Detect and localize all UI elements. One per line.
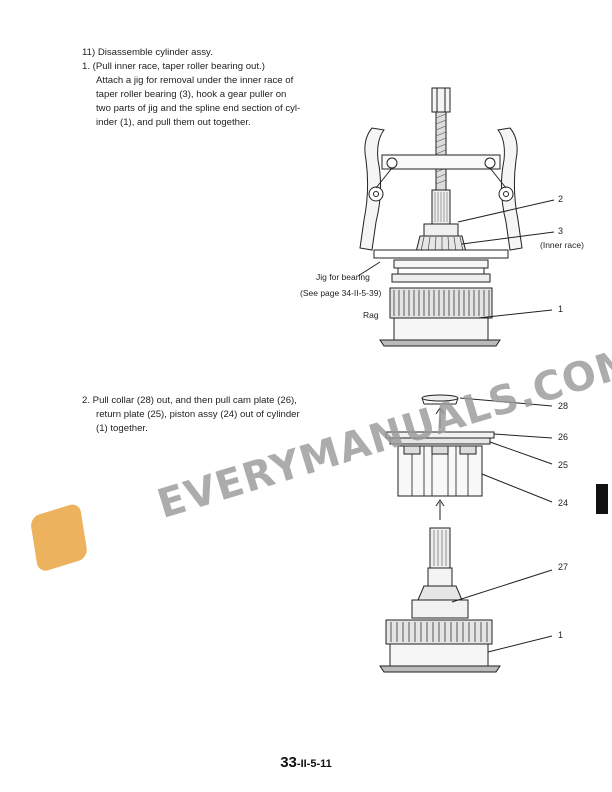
section-heading: 11) Disassemble cylinder assy. bbox=[82, 47, 213, 58]
bearing-jig bbox=[373, 249, 509, 259]
page-number-sub: -II-5-11 bbox=[296, 758, 332, 770]
page-number-main: 33 bbox=[280, 754, 297, 771]
step1-line-4: inder (1), and pull them out together. bbox=[96, 117, 251, 128]
step1-line-2: taper roller bearing (3), hook a gear pu… bbox=[96, 89, 287, 100]
instruction-block-disassemble: 11) Disassemble cylinder assy. 1. (Pull … bbox=[82, 46, 322, 130]
jig-label: Jig for bearing bbox=[316, 272, 370, 282]
callout-24: 24 bbox=[558, 498, 569, 508]
step2-line-1: 2. Pull collar (28) out, and then pull c… bbox=[82, 395, 297, 406]
collar-28 bbox=[421, 394, 459, 402]
return-plate-25 bbox=[389, 437, 491, 445]
callout-2: 2 bbox=[558, 194, 564, 204]
callout-1-bottom: 1 bbox=[558, 630, 564, 640]
callout-1-top: 1 bbox=[558, 304, 564, 314]
cam-plate-26 bbox=[385, 431, 495, 439]
callout-25: 25 bbox=[558, 460, 569, 470]
step2-line-3: (1) together. bbox=[96, 423, 148, 434]
step1-title: 1. (Pull inner race, taper roller bearin… bbox=[82, 61, 265, 72]
step1-line-3: two parts of jig and the spline end sect… bbox=[96, 103, 301, 114]
callout-28: 28 bbox=[558, 401, 569, 411]
callout-3: 3 bbox=[558, 226, 564, 236]
puller-crossbar bbox=[381, 154, 501, 170]
inner-race-label: (Inner race) bbox=[540, 240, 584, 250]
page-number: 33-II-5-11 bbox=[0, 754, 612, 771]
step1-line-1: Attach a jig for removal under the inner… bbox=[96, 75, 294, 86]
rag-label: Rag bbox=[363, 310, 379, 320]
jig-ref-label: (See page 34-II-5-39) bbox=[300, 288, 382, 298]
section-tab-marker bbox=[596, 484, 608, 514]
rag bbox=[379, 339, 501, 347]
spline-shaft-27 bbox=[429, 527, 451, 569]
step2-line-2: return plate (25), piston assy (24) out … bbox=[96, 409, 300, 420]
callout-27: 27 bbox=[558, 562, 569, 572]
instruction-block-step2: 2. Pull collar (28) out, and then pull c… bbox=[82, 394, 322, 436]
callout-26: 26 bbox=[558, 432, 569, 442]
